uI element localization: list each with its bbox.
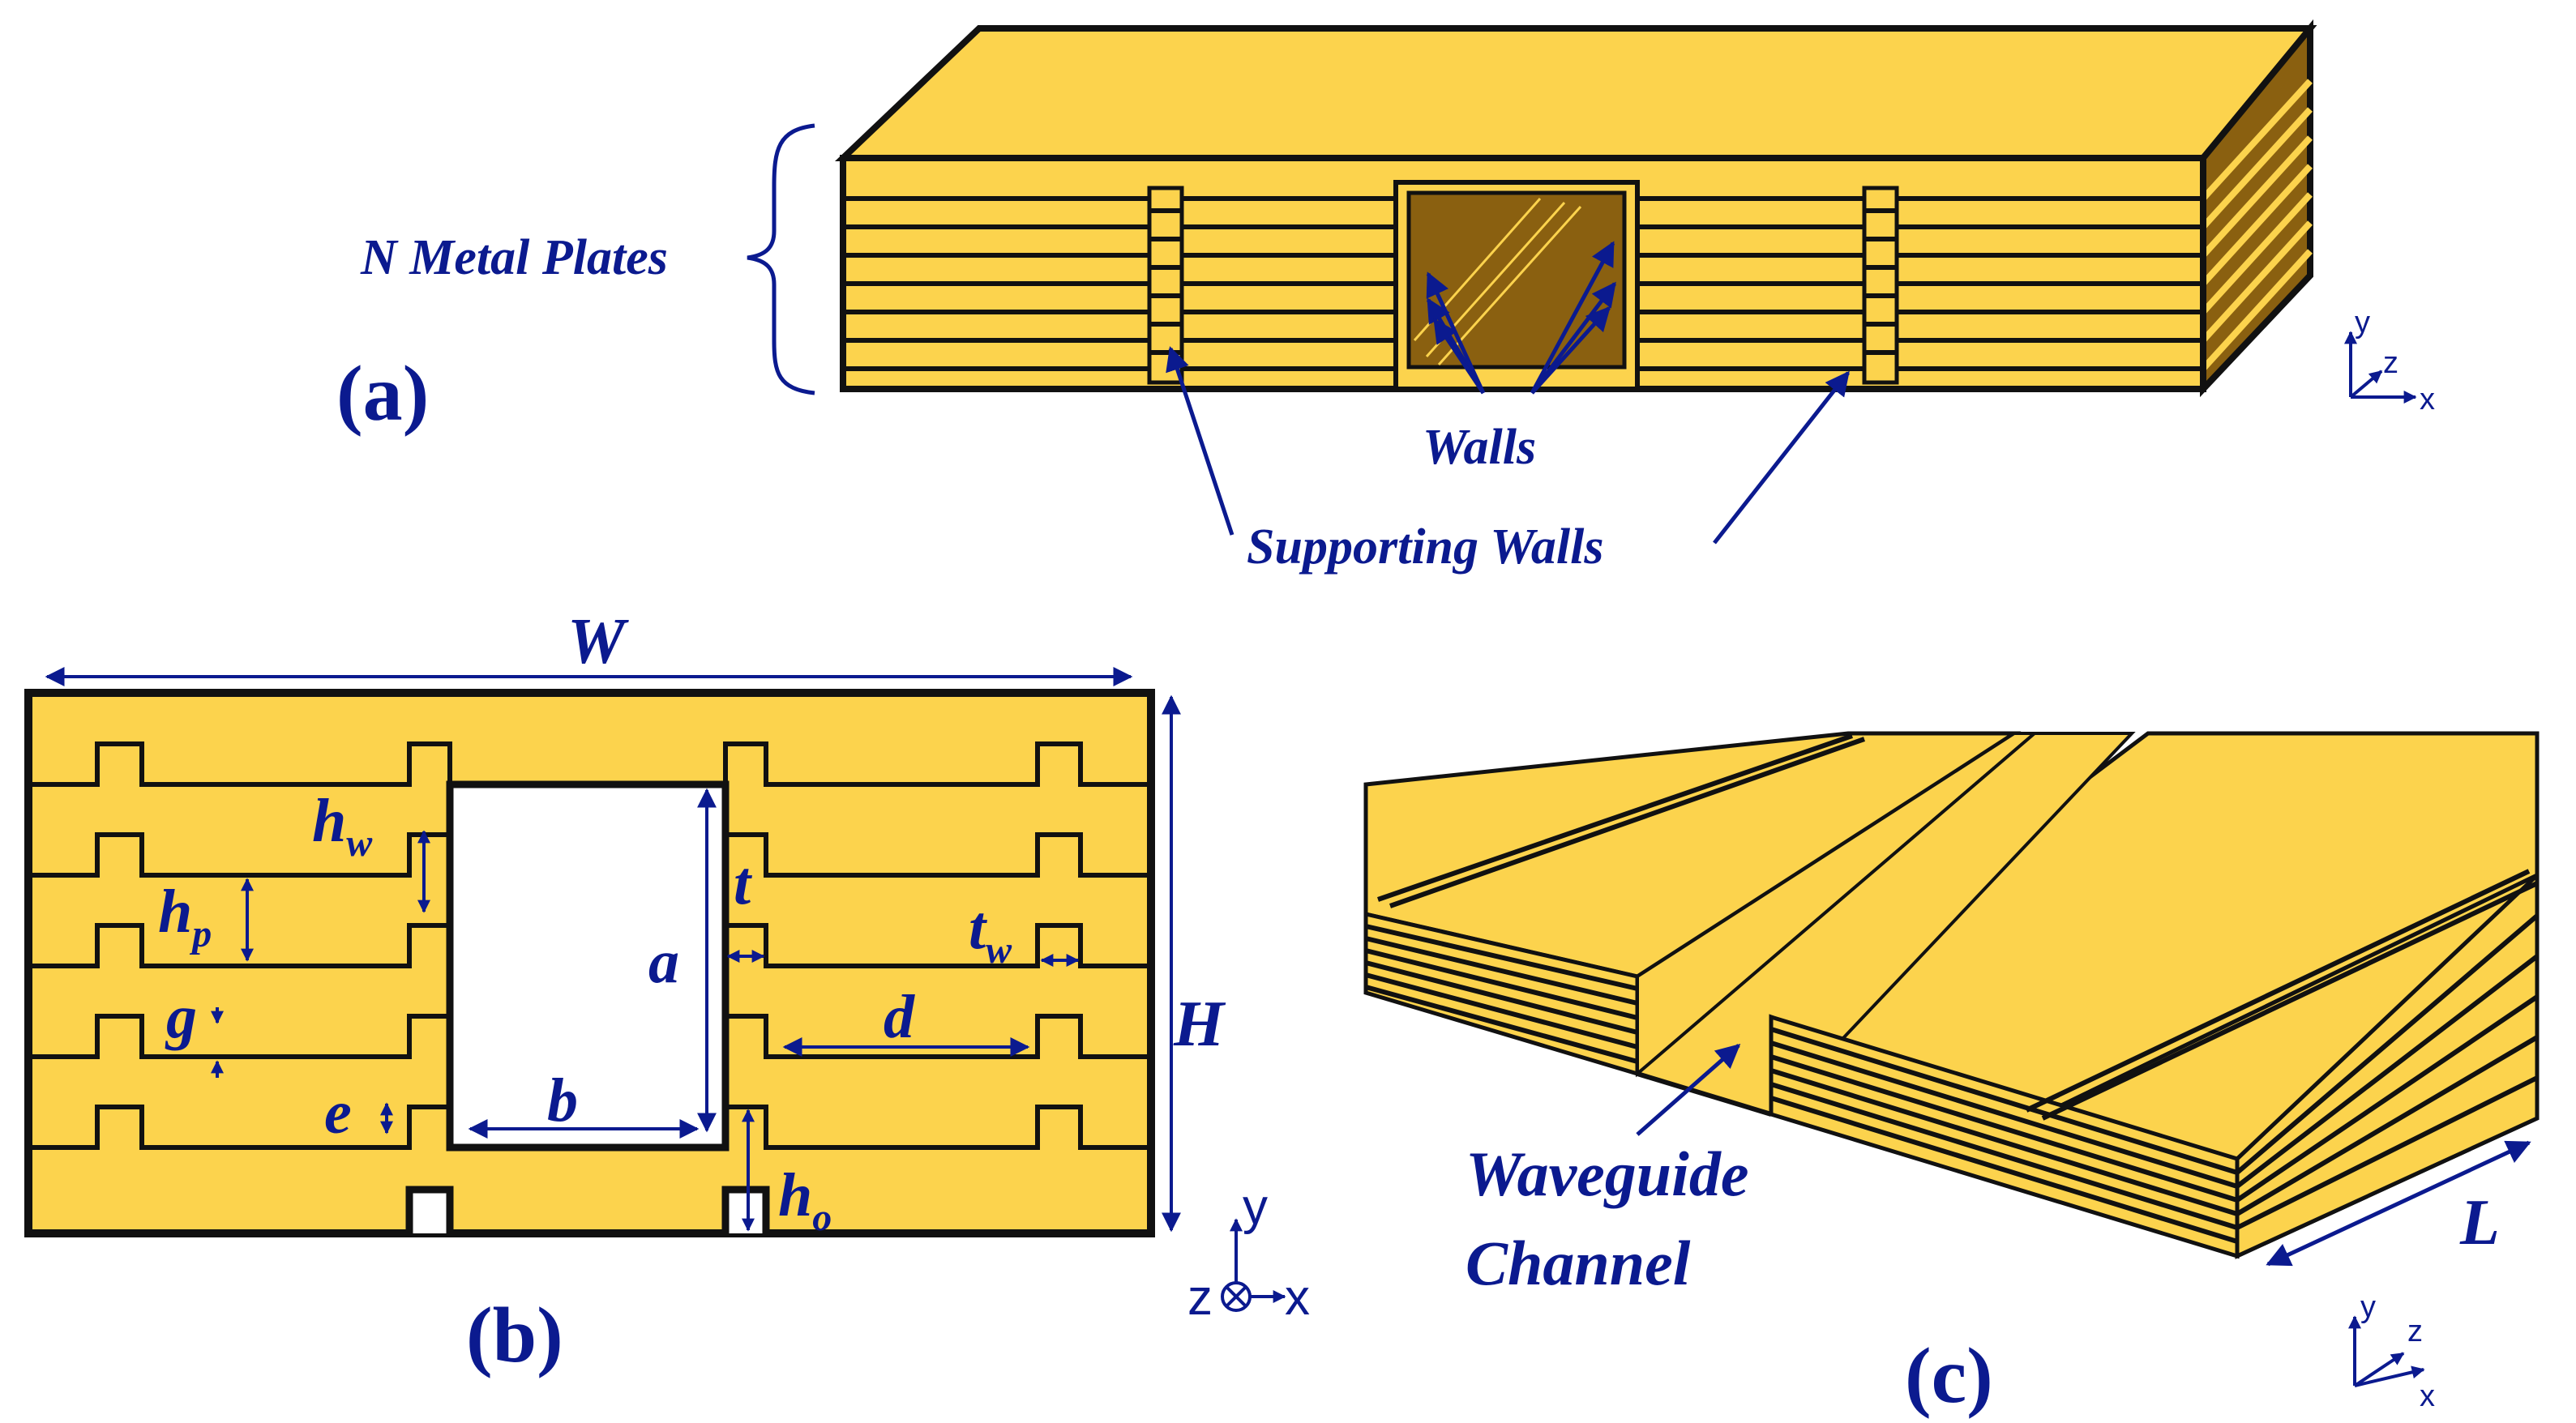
panel-c: Waveguide Channel L (c) y z x: [1363, 731, 2540, 1420]
dim-a: a: [648, 928, 679, 996]
axes-a: y z x: [2344, 306, 2435, 417]
panel-a: N Metal Plates (a) Walls Supporting Wall…: [336, 19, 2435, 575]
dim-t: t: [734, 849, 753, 917]
c-front-stack-lines: [1770, 1027, 2238, 1244]
axis-b-y: y: [1243, 1179, 1268, 1235]
walls-label: Walls: [1423, 420, 1536, 475]
support-walls-left: [1147, 186, 1184, 385]
axes-b: y z x: [1187, 1179, 1310, 1326]
axes-c: y z x: [2348, 1290, 2435, 1413]
dim-e: e: [324, 1079, 352, 1147]
right-face-plate-lines: [2201, 79, 2313, 371]
dimension-lines: [45, 667, 1181, 1233]
axis-a-x: x: [2420, 382, 2435, 417]
c-left-stack-lines: [1365, 924, 1638, 1064]
dim-hp: hp: [158, 878, 212, 955]
dim-W: W: [567, 606, 629, 677]
supporting-walls-label: Supporting Walls: [1247, 519, 1604, 575]
dim-L: L: [2459, 1187, 2500, 1258]
panel-a-tag: (a): [336, 350, 429, 438]
dim-H: H: [1173, 989, 1226, 1060]
axis-c-z: z: [2407, 1314, 2423, 1348]
dim-d: d: [884, 983, 915, 1051]
axis-c-y: y: [2360, 1290, 2376, 1324]
channel-arrow: [1636, 1044, 1741, 1136]
panel-b: W H a b d t tw hw hp ho g e (b) y z x: [24, 606, 1310, 1379]
plates-label: N Metal Plates: [360, 230, 668, 285]
plates-brace: [747, 123, 815, 395]
plate-gaps: [28, 741, 1151, 1150]
axis-b-z: z: [1187, 1270, 1213, 1326]
axis-b-x: x: [1285, 1270, 1310, 1326]
waveguide-aperture: [446, 780, 730, 1152]
dim-L-line: [2266, 1140, 2531, 1267]
dim-tw: tw: [969, 894, 1012, 972]
dim-ho: ho: [778, 1161, 832, 1239]
dim-hw: hw: [312, 787, 373, 865]
support-walls-right: [1862, 186, 1899, 385]
panel-c-tag: (c): [1905, 1332, 1993, 1420]
channel-label-2: Channel: [1466, 1228, 1691, 1298]
c-support-grooves: [1377, 733, 2539, 1121]
axis-a-z: z: [2383, 346, 2398, 380]
dim-b: b: [547, 1066, 578, 1135]
channel-label-1: Waveguide: [1466, 1139, 1748, 1209]
axis-c-x: x: [2420, 1379, 2435, 1413]
dim-g: g: [165, 983, 197, 1051]
stack-top-face: [835, 25, 2317, 161]
panel-b-tag: (b): [466, 1292, 563, 1379]
axis-a-y: y: [2355, 306, 2370, 340]
walls-arrows: [1426, 241, 1616, 395]
supporting-walls-arrows: [1166, 346, 1850, 545]
